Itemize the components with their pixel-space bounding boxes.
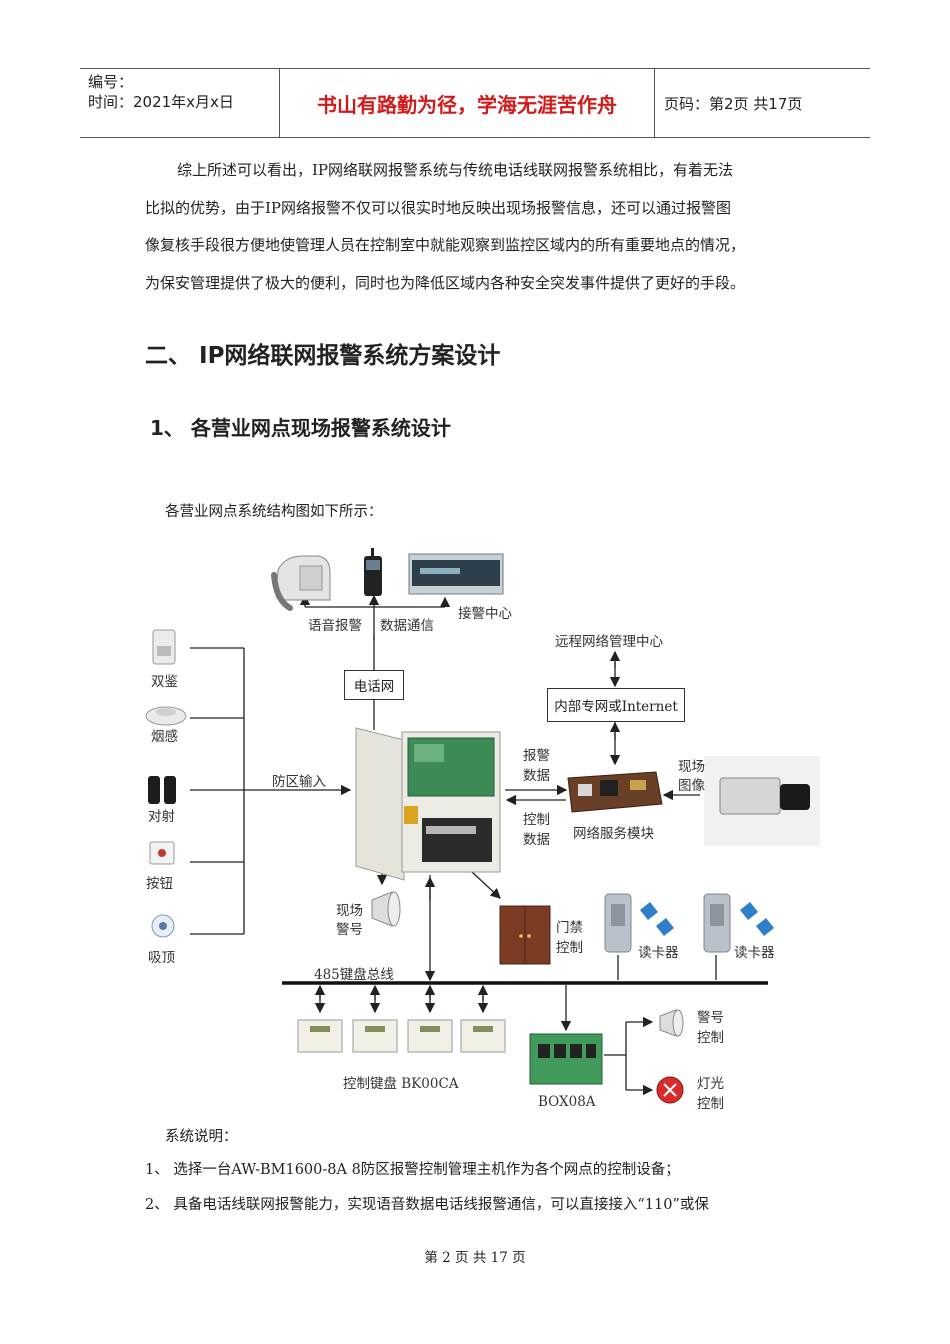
summary-paragraph: 综上所述可以看出，IP网络联网报警系统与传统电话线联网报警系统相比，有着无法 比… (145, 152, 810, 302)
subsection-heading: 1、 各营业网点现场报警系统设计 (150, 416, 451, 440)
beam-label: 对射 (148, 809, 175, 825)
keypad-icon (352, 1019, 398, 1053)
list-item: 2、 具备电话线联网报警能力，实现语音数据电话线报警通信，可以直接接入“110”… (145, 1197, 709, 1213)
scene-image-label-2: 图像 (678, 778, 705, 794)
card-reader-icon (604, 893, 674, 953)
header-page-info: 页码：第2页 共17页 (664, 94, 803, 113)
door-icon (499, 905, 551, 965)
time-label: 时间：2021年x月x日 (88, 93, 234, 111)
desk-phone-icon (271, 555, 331, 611)
phone-network-box: 电话网 (344, 670, 404, 700)
control-data-label-2: 数据 (523, 832, 550, 848)
remote-mgmt-label: 远程网络管理中心 (555, 634, 663, 650)
siren-icon (371, 891, 401, 927)
light-output-icon (656, 1076, 684, 1104)
ceiling-detector-icon (151, 914, 175, 938)
header-motto: 书山有路勤为径，学海无涯苦作舟 (280, 69, 655, 137)
ceiling-label: 吸顶 (148, 950, 175, 966)
alarm-control-panel-icon (355, 727, 501, 881)
paragraph-line: 比拟的优势，由于IP网络报警不仅可以很实时地反映出现场报警信息，还可以通过报警图 (145, 198, 732, 217)
beam-detector-icon (148, 776, 176, 804)
net-module-label: 网络服务模块 (573, 826, 654, 842)
smoke-label: 烟感 (151, 729, 178, 745)
bus-label: 485键盘总线 (314, 967, 394, 983)
smoke-detector-icon (145, 706, 187, 726)
control-data-label: 控制 (523, 812, 550, 828)
keypad-label: 控制键盘 BK00CA (343, 1076, 459, 1092)
zone-input-label: 防区输入 (272, 774, 326, 790)
diagram-intro: 各营业网点系统结构图如下所示： (165, 504, 383, 520)
intranet-box: 内部专网或Internet (547, 688, 685, 722)
paragraph-line: 综上所述可以看出，IP网络联网报警系统与传统电话线联网报警系统相比，有着无法 (177, 161, 734, 179)
card-reader-icon (703, 893, 774, 953)
list-item: 1、 选择一台AW-BM1600-8A 8防区报警控制管理主机作为各个网点的控制… (145, 1162, 680, 1178)
light-control-label-2: 控制 (697, 1096, 724, 1112)
dual-tech-label: 双鉴 (151, 674, 178, 690)
panic-button-icon (149, 841, 175, 865)
system-desc-title: 系统说明： (165, 1129, 238, 1145)
data-comm-label: 数据通信 (380, 618, 434, 634)
code-label: 编号： (88, 73, 134, 91)
keypad-icon (297, 1019, 343, 1053)
button-label: 按钮 (146, 876, 173, 892)
access-control-label: 门禁 (556, 920, 583, 936)
keypad-icon (460, 1019, 506, 1053)
network-module-icon (567, 771, 663, 813)
keypad-icon (407, 1019, 453, 1053)
siren-label: 现场 (336, 903, 363, 919)
paragraph-line: 为保安管理提供了极大的便利，同时也为降低区域内各种安全突发事件提供了更好的手段。 (145, 273, 746, 292)
section-heading: 二、 IP网络联网报警系统方案设计 (145, 343, 501, 369)
alarm-center-label: 接警中心 (458, 606, 512, 622)
light-control-label: 灯光 (697, 1076, 724, 1092)
mobile-phone-icon (364, 548, 382, 596)
page-header: 编号： 时间：2021年x月x日 书山有路勤为径，学海无涯苦作舟 页码：第2页 … (80, 68, 870, 138)
siren-output-icon (659, 1009, 684, 1037)
alarm-data-label-2: 数据 (523, 768, 550, 784)
dual-tech-detector-icon (152, 629, 176, 665)
scene-image-label: 现场 (678, 759, 705, 775)
paragraph-line: 像复核手段很方便地使管理人员在控制室中就能观察到监控区域内的所有重要地点的情况， (145, 236, 746, 254)
card-reader-label: 读卡器 (638, 945, 679, 961)
voice-alarm-label: 语音报警 (308, 618, 362, 634)
alarm-receiver-icon (408, 553, 504, 595)
siren-control-label-2: 控制 (697, 1030, 724, 1046)
header-meta: 编号： 时间：2021年x月x日 (80, 69, 280, 137)
camera-icon (704, 756, 820, 846)
card-reader-label-2: 读卡器 (734, 945, 775, 961)
page-footer: 第 2 页 共 17 页 (424, 1250, 526, 1266)
box-label: BOX08A (538, 1094, 596, 1110)
siren-label-2: 警号 (336, 922, 363, 938)
alarm-data-label: 报警 (523, 748, 550, 764)
access-control-label-2: 控制 (556, 940, 583, 956)
relay-box-icon (529, 1033, 603, 1085)
siren-control-label: 警号 (697, 1010, 724, 1026)
